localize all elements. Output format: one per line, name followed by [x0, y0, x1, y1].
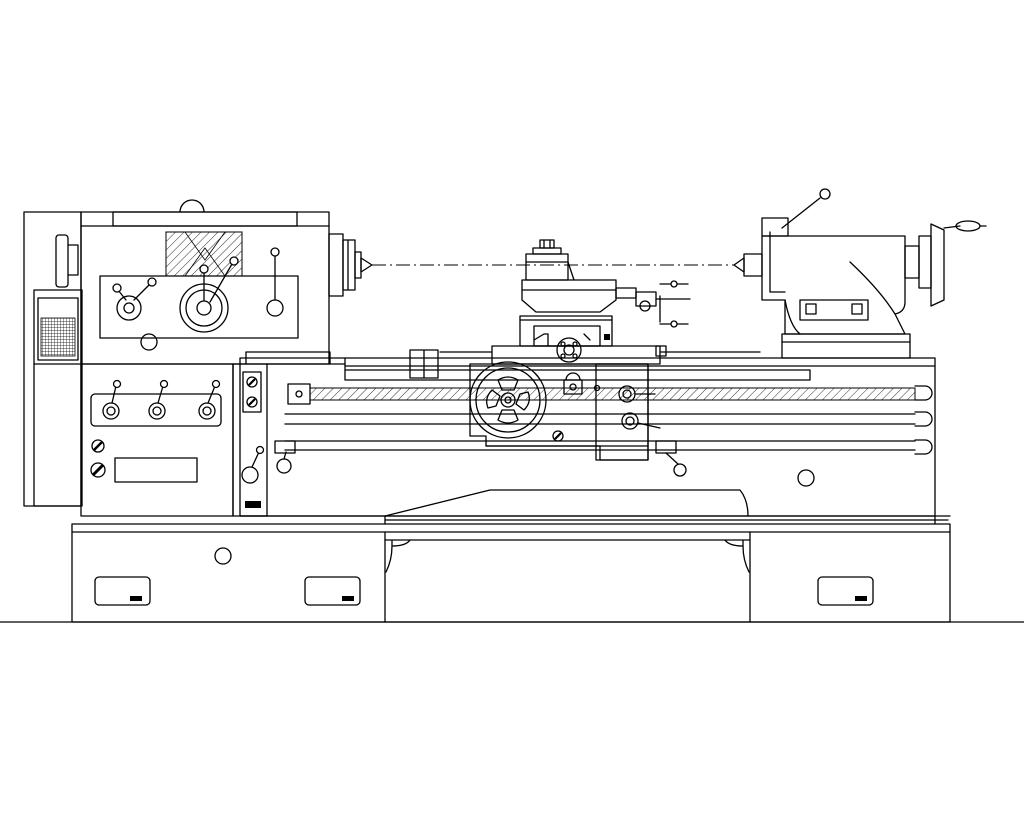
rod-clamp-left	[274, 440, 296, 474]
headstock-sight-glass	[140, 333, 158, 351]
apron-lever-upper	[618, 385, 656, 403]
screw-icon-2	[90, 462, 106, 478]
apron-screw	[552, 430, 564, 442]
feed-rod	[284, 413, 916, 425]
cross-slide	[519, 315, 613, 347]
apron	[469, 363, 649, 461]
compound-rest	[521, 279, 691, 328]
screw-icon-1	[91, 439, 105, 453]
apron-handwheel	[469, 361, 547, 439]
lead-screw	[309, 387, 916, 401]
lathe-bed	[239, 357, 951, 525]
bed-circle-mark	[797, 469, 815, 487]
carriage-saddle	[409, 345, 761, 379]
feed-selector-knob-2	[148, 379, 169, 420]
headstock-lever-right	[266, 247, 284, 317]
half-nut-lock	[563, 372, 583, 395]
cross-slide-dial	[556, 337, 582, 363]
tool-post	[525, 239, 575, 281]
machine-base	[71, 523, 951, 623]
spindle-speed-dial	[179, 256, 239, 333]
feed-selector-knob-1	[102, 379, 122, 420]
base-door-left	[94, 576, 151, 606]
spindle-speed-lever-left	[112, 277, 157, 321]
base-door-right	[817, 576, 874, 606]
headstock	[23, 199, 373, 517]
leadscrew-bearing-block	[287, 383, 311, 405]
tailstock	[733, 217, 987, 359]
apron-lever-lower	[621, 412, 661, 430]
base-indicator-circle	[214, 547, 232, 565]
control-column	[241, 371, 265, 508]
apron-small-knob	[593, 384, 601, 392]
base-door-middle	[304, 576, 361, 606]
rod-clamp-right	[655, 440, 687, 477]
tailstock-clamp-lever	[781, 188, 831, 229]
feed-selector-knob-3	[198, 379, 221, 420]
